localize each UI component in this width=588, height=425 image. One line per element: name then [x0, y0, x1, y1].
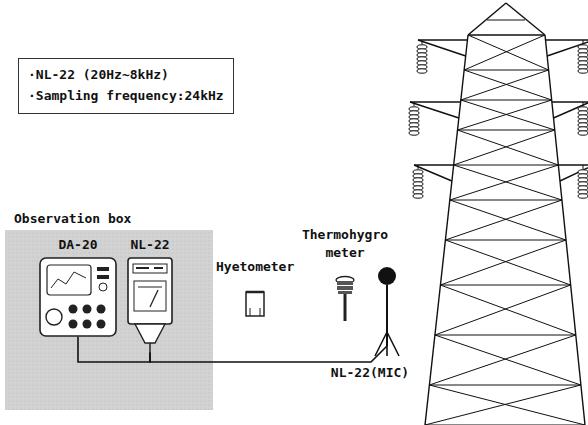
lattice-member [461, 100, 555, 130]
microphone: NL-22(MIC) [325, 262, 415, 382]
lattice-member [450, 200, 562, 201]
data-recorder: DA-20 [39, 236, 117, 337]
lattice-member [458, 100, 552, 130]
lattice-member [445, 240, 570, 285]
lattice-member [435, 285, 571, 335]
lattice-member [450, 165, 559, 200]
sound-level-meter: NL-22 [127, 236, 173, 353]
note-text: ·NL-22 (20Hz~8kHz) [28, 65, 224, 86]
lattice-member [435, 335, 576, 336]
lattice-member [583, 40, 584, 44]
lattice-member [454, 165, 562, 200]
mic-icon [325, 262, 415, 364]
lattice-member [429, 385, 580, 386]
lattice-member [487, 20, 525, 21]
lattice-member [429, 335, 575, 385]
insulator-disc [409, 131, 419, 135]
lattice-member [468, 35, 545, 36]
lattice-member [440, 285, 570, 286]
hy-icon [243, 288, 267, 318]
lattice-member [461, 100, 552, 101]
lattice-member [445, 240, 566, 241]
lattice-member [461, 70, 549, 100]
lattice-member [410, 101, 461, 102]
lattice-member [454, 165, 559, 166]
lattice-member [464, 70, 548, 71]
lattice-member [440, 240, 566, 285]
transmission-tower [409, 3, 588, 425]
lattice-member [458, 130, 559, 165]
da-icon [39, 257, 117, 337]
rain-gauge: Hyetometer [216, 258, 294, 318]
lattice-member [464, 70, 552, 100]
lattice-member [583, 165, 584, 169]
observation-box: Observation boxDA-20 NL-22 [5, 210, 213, 410]
device-label: NL-22(MIC) [325, 364, 415, 382]
insulator-disc [578, 131, 588, 135]
lattice-member [418, 39, 467, 40]
device-label: Thermohygro meter [296, 226, 394, 261]
lattice-member [464, 35, 545, 70]
lattice-member [468, 35, 545, 36]
lattice-member [425, 385, 581, 425]
device-label: Observation box [14, 210, 213, 228]
observation-panel [5, 230, 213, 410]
insulator-disc [413, 194, 423, 198]
lattice-member [422, 40, 423, 44]
nl-icon [127, 257, 173, 353]
lattice-member [558, 164, 588, 165]
lattice-member [454, 130, 555, 165]
note-text: ·Sampling frequency:24kHz [28, 86, 224, 107]
signal-cable [78, 337, 150, 363]
spec-note-box: ·NL-22 (20Hz~8kHz)·Sampling frequency:24… [18, 58, 234, 114]
insulator-disc [578, 194, 588, 198]
lattice-member [435, 335, 581, 385]
lattice-member [546, 39, 588, 40]
device-label: DA-20 [39, 236, 117, 254]
lattice-member [458, 130, 555, 131]
lattice-member [468, 35, 549, 70]
signal-cable [150, 353, 325, 363]
device-label: Hyetometer [216, 258, 294, 276]
lattice-member [418, 165, 419, 169]
insulator-disc [578, 69, 588, 73]
lattice-member [450, 200, 566, 240]
device-label: NL-22 [127, 236, 173, 254]
th-icon [334, 275, 356, 321]
lattice-member [445, 200, 562, 240]
lattice-member [429, 385, 585, 425]
lattice-member [414, 102, 415, 106]
lattice-member [583, 102, 584, 106]
lattice-member [414, 164, 454, 165]
insulator-disc [417, 69, 427, 73]
lattice-member [440, 285, 575, 335]
